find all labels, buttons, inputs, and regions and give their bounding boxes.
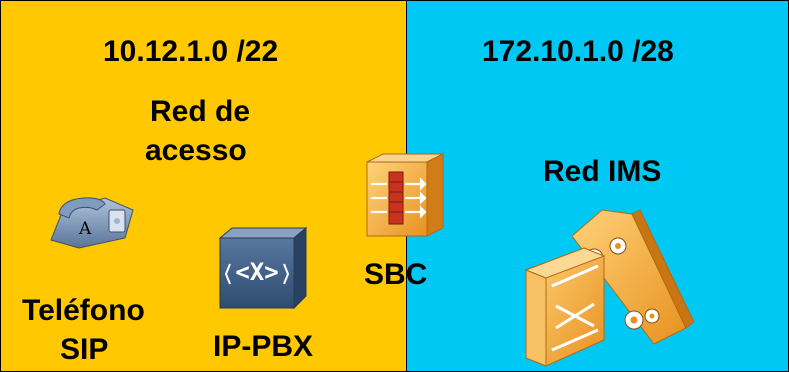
- access-network-name-line2: acesso: [145, 134, 247, 167]
- access-network-zone: [0, 0, 407, 372]
- sip-phone-icon: A: [50, 197, 134, 249]
- ims-subnet-label: 172.10.1.0 /28: [482, 35, 674, 68]
- access-network-name-line1: Red de: [150, 95, 251, 128]
- sbc-firewall-icon: [366, 153, 444, 237]
- access-subnet-label: 10.12.1.0 /22: [103, 35, 279, 68]
- sbc-label: SBC: [364, 258, 428, 291]
- ip-pbx-icon: <X>: [218, 226, 308, 310]
- ims-network-name: Red IMS: [543, 155, 662, 188]
- phone-keypad-letter: A: [78, 219, 92, 239]
- ip-pbx-label: IP-PBX: [213, 330, 314, 363]
- ims-core-icon: [524, 209, 695, 367]
- sip-phone-label-line1: Teléfono: [22, 294, 145, 327]
- svg-text:<X>: <X>: [235, 258, 278, 286]
- sip-phone-label-line2: SIP: [60, 333, 109, 366]
